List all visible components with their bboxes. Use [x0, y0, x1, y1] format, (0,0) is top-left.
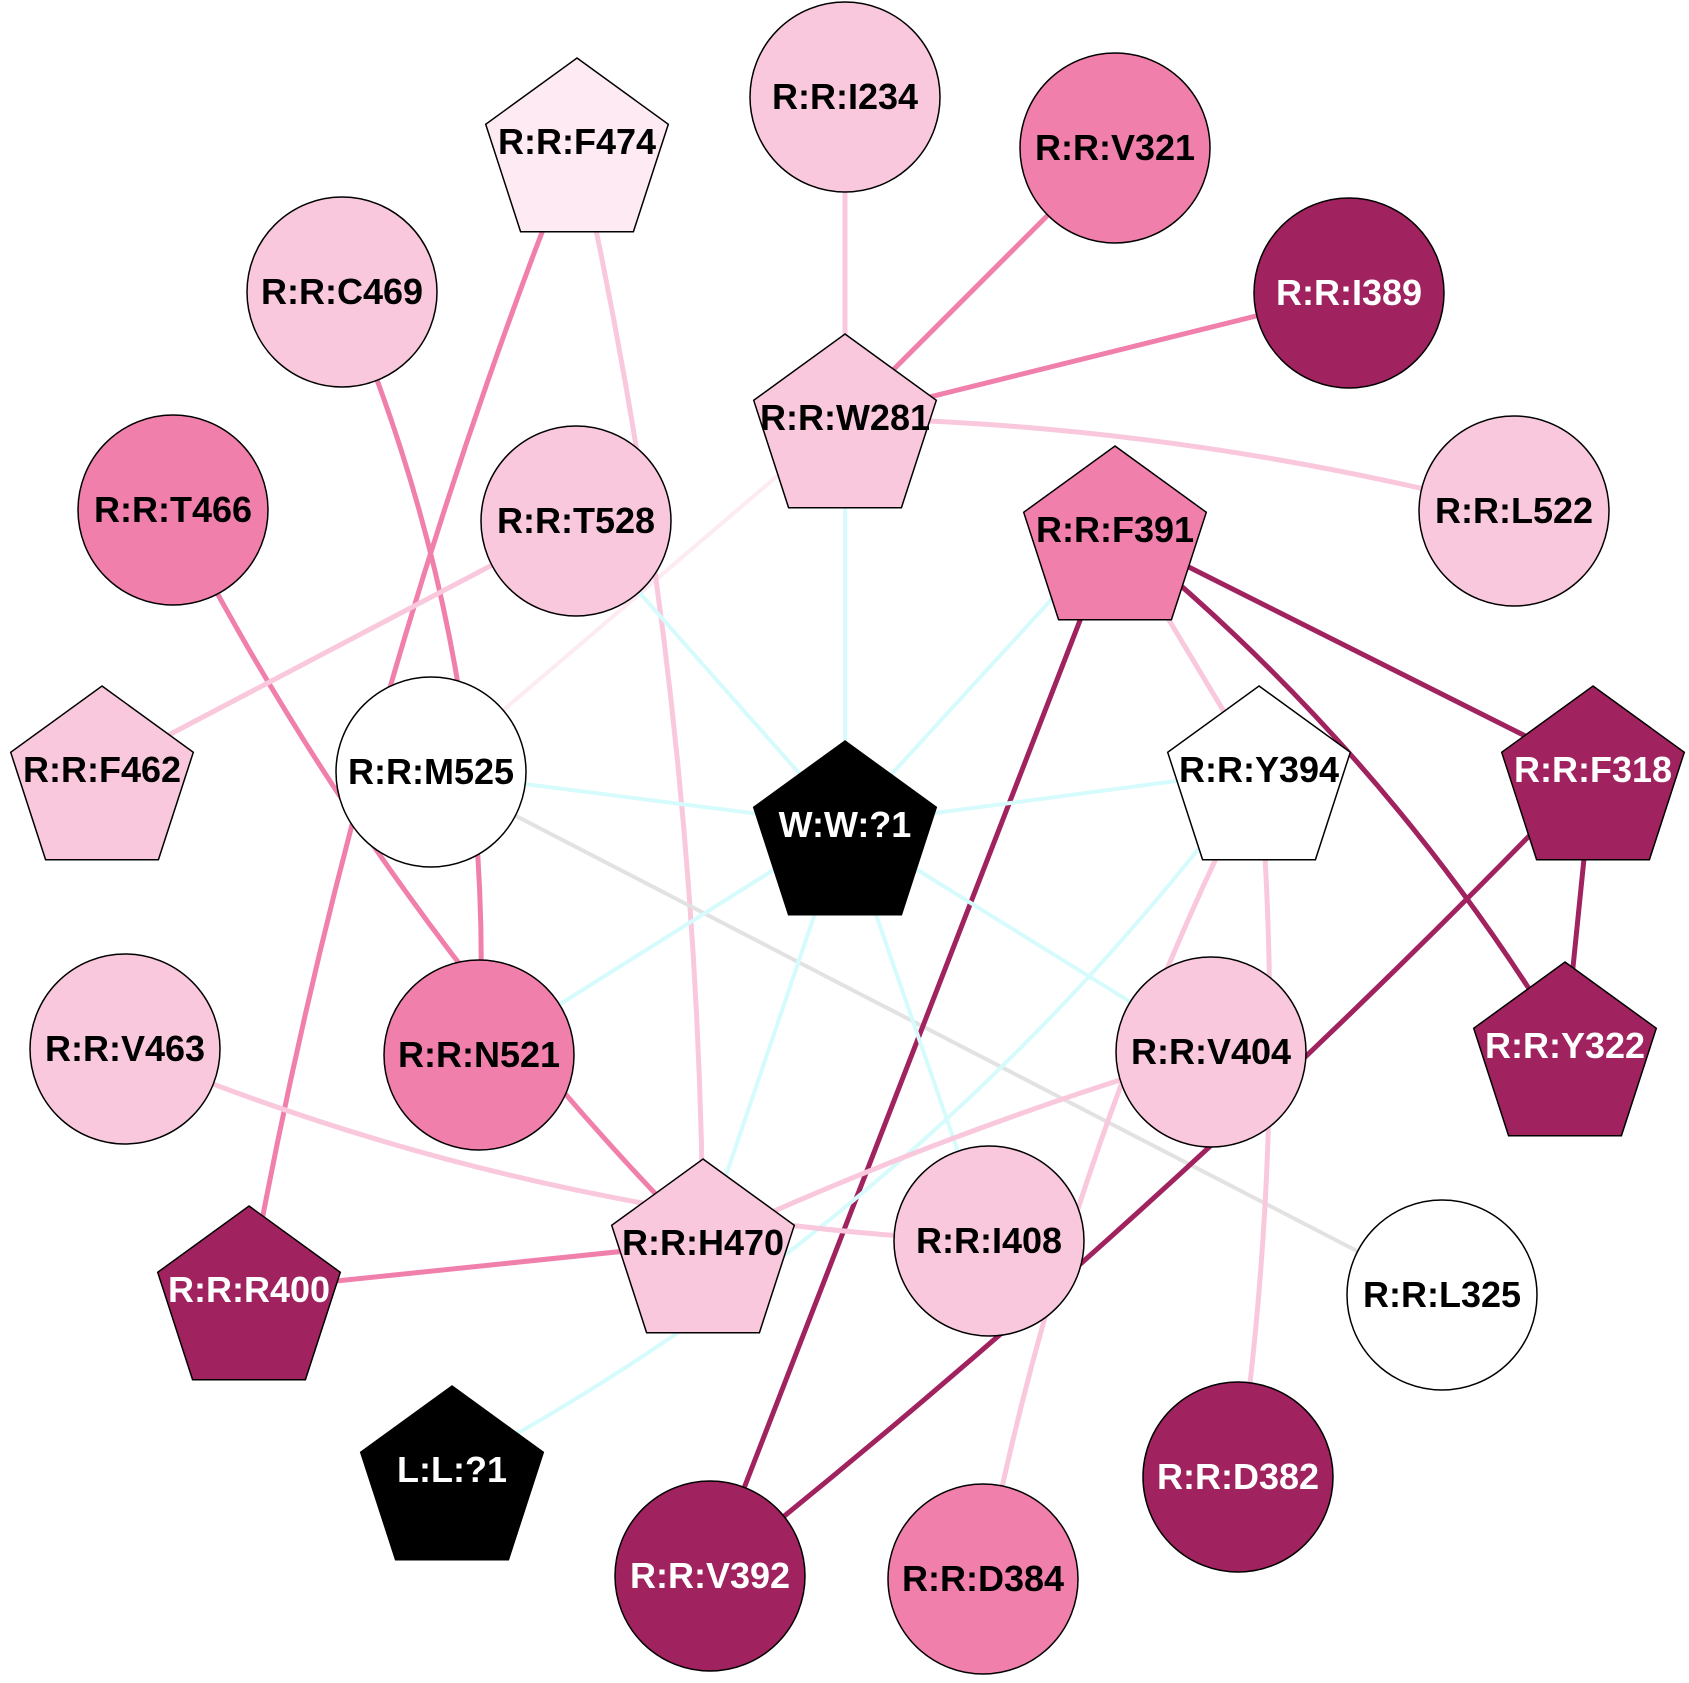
node-circle — [1142, 1381, 1334, 1573]
node-l-l-1: L:L:?1 — [359, 1385, 545, 1561]
node-label: R:R:V463 — [45, 1028, 205, 1069]
node-pentagon — [752, 333, 938, 509]
node-label: R:R:Y322 — [1485, 1025, 1645, 1066]
node-pentagon — [359, 1385, 545, 1561]
edge-r-r-w281-to-r-r-l522 — [842, 415, 1517, 514]
node-label: R:R:F474 — [498, 121, 656, 162]
node-circle — [1115, 956, 1307, 1148]
node-circle — [29, 953, 221, 1145]
node-r-r-n521: R:R:N521 — [383, 959, 575, 1151]
node-r-r-v321: R:R:V321 — [1019, 52, 1211, 244]
node-label: R:R:I408 — [916, 1220, 1062, 1261]
node-label: R:R:V321 — [1035, 127, 1195, 168]
node-pentagon — [156, 1205, 342, 1381]
node-circle — [893, 1145, 1085, 1337]
node-pentagon — [484, 57, 670, 233]
node-circle — [480, 425, 672, 617]
node-label: R:R:I234 — [772, 76, 918, 117]
node-label: R:R:N521 — [398, 1034, 560, 1075]
node-pentagon — [1166, 685, 1352, 861]
node-label: R:R:T466 — [94, 489, 252, 530]
node-circle — [246, 196, 438, 388]
node-pentagon — [1472, 961, 1658, 1137]
node-label: R:R:F318 — [1514, 749, 1672, 790]
node-r-r-h470: R:R:H470 — [610, 1158, 796, 1334]
node-r-r-d384: R:R:D384 — [887, 1483, 1079, 1675]
node-pentagon — [9, 685, 195, 861]
node-label: R:R:Y394 — [1179, 749, 1339, 790]
node-r-r-y394: R:R:Y394 — [1166, 685, 1352, 861]
node-label: R:R:V404 — [1131, 1031, 1291, 1072]
node-r-r-r400: R:R:R400 — [156, 1205, 342, 1381]
edge-r-r-f391-to-r-r-v392 — [707, 527, 1118, 1579]
node-label: R:R:C469 — [261, 271, 423, 312]
node-r-r-i408: R:R:I408 — [893, 1145, 1085, 1337]
node-circle — [749, 1, 941, 193]
node-label: R:R:V392 — [630, 1555, 790, 1596]
edge-r-r-f318-to-r-r-v392 — [707, 767, 1596, 1579]
node-r-r-d382: R:R:D382 — [1142, 1381, 1334, 1573]
node-r-r-f462: R:R:F462 — [9, 685, 195, 861]
node-r-r-i389: R:R:I389 — [1253, 197, 1445, 389]
node-r-r-f391: R:R:F391 — [1022, 445, 1208, 621]
edge-r-r-f391-to-r-r-y322 — [1112, 527, 1568, 1049]
node-r-r-y322: R:R:Y322 — [1472, 961, 1658, 1137]
node-circle — [887, 1483, 1079, 1675]
node-r-r-f318: R:R:F318 — [1500, 685, 1686, 861]
node-pentagon — [1500, 685, 1686, 861]
node-pentagon — [1022, 445, 1208, 621]
node-circle — [1019, 52, 1211, 244]
node-r-r-v463: R:R:V463 — [29, 953, 221, 1145]
edge-r-r-f474-to-r-r-h470 — [574, 139, 706, 1246]
edge-r-r-y394-to-r-r-d384 — [980, 767, 1262, 1582]
edge-r-r-c469-to-r-r-n521 — [339, 289, 484, 1058]
node-r-r-v404: R:R:V404 — [1115, 956, 1307, 1148]
node-circle — [1346, 1199, 1538, 1391]
node-circle — [335, 676, 527, 868]
node-pentagon — [610, 1158, 796, 1334]
edge-r-r-y394-to-l-l-1 — [450, 768, 1261, 1472]
node-circle — [614, 1480, 806, 1672]
node-label: W:W:?1 — [779, 804, 912, 845]
node-label: R:R:F462 — [23, 749, 181, 790]
node-r-r-v392: R:R:V392 — [614, 1480, 806, 1672]
edge-r-r-t466-to-r-r-h470 — [170, 507, 706, 1246]
node-label: R:R:T528 — [497, 500, 655, 541]
node-r-r-t528: R:R:T528 — [480, 425, 672, 617]
node-label: R:R:H470 — [622, 1222, 784, 1263]
node-label: R:R:M525 — [348, 751, 514, 792]
node-r-r-f474: R:R:F474 — [484, 57, 670, 233]
node-circle — [77, 414, 269, 606]
edge-r-r-m525-to-r-r-l325 — [429, 770, 1444, 1297]
node-pentagon — [752, 740, 938, 916]
node-circle — [383, 959, 575, 1151]
node-r-r-i234: R:R:I234 — [749, 1, 941, 193]
node-label: R:R:R400 — [168, 1269, 330, 1310]
node-label: R:R:F391 — [1036, 509, 1194, 550]
node-label: R:R:L522 — [1435, 490, 1593, 531]
node-label: R:R:D384 — [902, 1558, 1064, 1599]
node-r-r-w281: R:R:W281 — [752, 333, 938, 509]
node-w-w-1: W:W:?1 — [752, 740, 938, 916]
node-r-r-l325: R:R:L325 — [1346, 1199, 1538, 1391]
node-circle — [1418, 415, 1610, 607]
node-label: R:R:I389 — [1276, 272, 1422, 313]
node-r-r-l522: R:R:L522 — [1418, 415, 1610, 607]
node-label: R:R:L325 — [1363, 1274, 1521, 1315]
node-label: L:L:?1 — [397, 1449, 507, 1490]
node-label: R:R:D382 — [1157, 1456, 1319, 1497]
node-label: R:R:W281 — [760, 397, 930, 438]
node-r-r-c469: R:R:C469 — [246, 196, 438, 388]
edge-r-r-v463-to-r-r-i408 — [122, 1046, 992, 1244]
node-r-r-m525: R:R:M525 — [335, 676, 527, 868]
node-r-r-t466: R:R:T466 — [77, 414, 269, 606]
node-circle — [1253, 197, 1445, 389]
nodes-layer: W:W:?1L:L:?1R:R:I234R:R:V321R:R:I389R:R:… — [9, 1, 1686, 1675]
